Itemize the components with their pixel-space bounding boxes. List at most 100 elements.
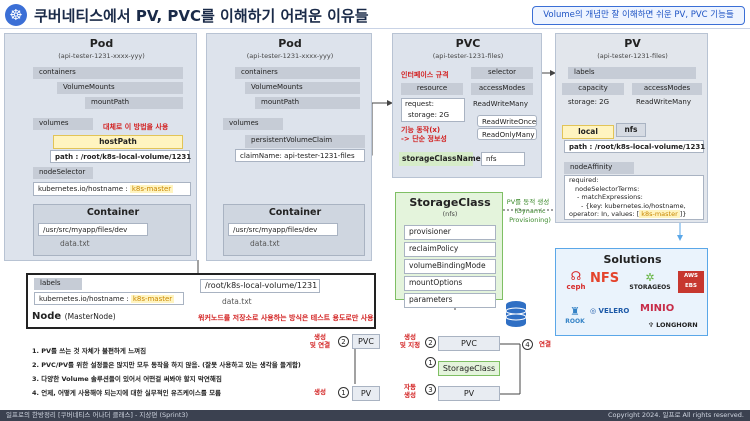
minio-logo: MINIO — [640, 303, 675, 314]
sc-title: StorageClass — [409, 196, 491, 209]
pod1-warning: 대체로 이 방법을 사용 — [103, 123, 169, 131]
flow-left-n2: 2 — [338, 336, 349, 347]
flow-right-n4: 4 — [522, 339, 533, 350]
pv-capacity: capacity — [562, 83, 624, 95]
note-item: 3. 다양한 Volume 솔루션들이 있어서 어떤걸 써봐야 할지 막연해짐 — [32, 375, 222, 383]
pvc-access-modes: accessModes — [471, 83, 533, 95]
pod2-container: Container /usr/src/myapp/files/dev data.… — [223, 204, 365, 256]
flow-right-auto-create: 자동 생성 — [404, 383, 416, 399]
pv-path: path : /root/k8s-local-volume/1231 — [564, 140, 705, 153]
database-icon — [505, 300, 527, 328]
flow-left-n1: 1 — [338, 387, 349, 398]
pod2-volume-mounts: VolumeMounts — [245, 82, 360, 94]
pod1-subtitle: (api-tester-1231-xxxx-yyy) — [58, 52, 145, 60]
flow-left-create-link: 생성 및 연결 — [309, 333, 331, 349]
pv-aff5: operator: In, values: [k8s-master]} — [569, 210, 687, 218]
storageos-logo: ✲STORAGEOS — [629, 271, 671, 291]
footer-left: 일프로의 한방정리 [쿠버네티스 어나더 클래스] - 지상편 (Sprint3… — [6, 411, 189, 419]
pod2-mount-path: mountPath — [255, 97, 360, 109]
flow-right-pvc: PVC — [438, 336, 500, 351]
pod2-pvc: persistentVolumeClaim — [245, 135, 365, 148]
note-item: 1. PV를 쓰는 것 자체가 불편하게 느껴짐 — [32, 347, 147, 355]
sc-item: reclaimPolicy — [404, 242, 496, 257]
pv-affinity-box: required: nodeSelectorTerms: - matchExpr… — [564, 175, 704, 220]
pv-aff4: - {key: kubernetes.io/hostname, — [581, 201, 686, 210]
pv-panel: PV (api-tester-1231-files) labels capaci… — [555, 33, 708, 223]
pod1-container-title: Container — [86, 207, 140, 218]
pod2-file: data.txt — [250, 239, 280, 248]
pod2-claim-name: claimName: api-tester-1231-files — [235, 149, 365, 162]
pvc-rwo: ReadWriteOnce — [477, 115, 537, 127]
pv-nfs: nfs — [616, 123, 646, 137]
pod2-container-path: /usr/src/myapp/files/dev — [228, 223, 338, 236]
pvc-selector: selector — [471, 67, 533, 79]
sc-dynamic1: PV를 동적 생성 — [506, 198, 550, 206]
pod1-title: Pod — [89, 37, 114, 50]
pod1-mount-path: mountPath — [85, 97, 183, 109]
node-host-path: /root/k8s-local-volume/1231 — [200, 279, 320, 293]
pod1-volumes: volumes — [33, 118, 93, 130]
solutions-title: Solutions — [603, 253, 662, 266]
node-warning: 워커노드를 저장소로 사용하는 방식은 테스트 용도로만 사용 — [198, 314, 374, 322]
pod1-containers: containers — [33, 67, 183, 79]
flow-right-n1: 1 — [425, 357, 436, 368]
sc-dynamic2: (Dynamic — [514, 207, 546, 215]
flow-right-pv: PV — [438, 386, 500, 401]
pvc-sc-name-val: nfs — [481, 152, 525, 166]
node-panel: labels kubernetes.io/hostname : k8s-mast… — [26, 273, 376, 329]
node-labels: labels — [34, 278, 82, 290]
pvc-panel: PVC (api-tester-1231-files) 인터페이스 규격 sel… — [392, 33, 542, 178]
pv-storage: storage: 2G — [568, 98, 610, 106]
pv-local: local — [562, 125, 614, 139]
node-hostname: kubernetes.io/hostname : k8s-master — [34, 292, 184, 305]
note-item: 4. 언제, 어떻게 사용해야 되는지에 대한 실무적인 유즈케이스를 모름 — [32, 389, 222, 397]
flow-right-n2: 2 — [425, 337, 436, 348]
pod2-panel: Pod (api-tester-1231-xxxx-yyy) container… — [206, 33, 372, 261]
pvc-rom: ReadOnlyMany — [477, 128, 537, 140]
flow-left-create: 생성 — [314, 388, 326, 396]
solutions-panel: Solutions ☊ceph NFS ✲STORAGEOS AWS EBS ♜… — [555, 248, 708, 336]
flow-right-link: 연결 — [539, 340, 551, 348]
sc-item: provisioner — [404, 225, 496, 240]
pv-subtitle: (api-tester-1231-files) — [597, 52, 668, 60]
storageclass-panel: StorageClass (nfs) provisioner reclaimPol… — [395, 192, 503, 308]
pod1-node-selector: nodeSelector — [33, 167, 93, 179]
pod2-volumes: volumes — [223, 118, 283, 130]
pvc-storage: storage: 2G — [408, 111, 450, 119]
sc-item: parameters — [404, 293, 496, 308]
pod1-volume-mounts: VolumeMounts — [57, 82, 183, 94]
flow-left-pv: PV — [352, 386, 380, 401]
footer: 일프로의 한방정리 [쿠버네티스 어나더 클래스] - 지상편 (Sprint3… — [0, 410, 750, 421]
pvc-func-note2: -> 단순 정보성 — [401, 135, 447, 143]
page-title: 쿠버네티스에서 PV, PVC를 이해하기 어려운 이유들 — [34, 7, 369, 25]
ceph-logo: ☊ceph — [566, 269, 586, 291]
sc-subtitle: (nfs) — [442, 210, 458, 218]
pv-access-modes: accessModes — [632, 83, 702, 95]
pvc-title: PVC — [455, 37, 481, 50]
pod2-containers: containers — [235, 67, 360, 79]
sc-item: mountOptions — [404, 276, 496, 291]
pv-title: PV — [624, 37, 641, 50]
pod1-hostname: kubernetes.io/hostname : k8s-master — [33, 182, 191, 196]
node-file: data.txt — [222, 297, 252, 306]
flow-left-pvc: PVC — [352, 334, 380, 349]
pod1-container-path: /usr/src/myapp/files/dev — [38, 223, 148, 236]
pod1-file: data.txt — [60, 239, 90, 248]
pod1-hostpath: hostPath — [53, 135, 183, 149]
pvc-sc-name-label: storageClassName — [399, 152, 481, 166]
pvc-interface-note: 인터페이스 규격 — [401, 71, 449, 79]
pvc-resource: resource — [401, 83, 463, 95]
pod1-panel: Pod (api-tester-1231-xxxx-yyy) container… — [4, 33, 197, 261]
header-divider — [0, 28, 750, 29]
pv-rwm: ReadWriteMany — [636, 98, 691, 106]
sc-item: volumeBindingMode — [404, 259, 496, 274]
pv-labels: labels — [568, 67, 696, 79]
pv-aff1: required: — [569, 176, 599, 184]
pvc-func-note1: 기능 동작(x) — [401, 126, 441, 134]
pvc-rwm: ReadWriteMany — [473, 100, 528, 108]
pod2-container-title: Container — [268, 207, 322, 218]
header-badge: Volume의 개념만 잘 이해하면 쉬운 PV, PVC 기능들 — [532, 6, 745, 25]
pod1-path: path : /root/k8s-local-volume/1231 — [50, 150, 191, 163]
aws-ebs-logo: AWS EBS — [678, 271, 704, 293]
